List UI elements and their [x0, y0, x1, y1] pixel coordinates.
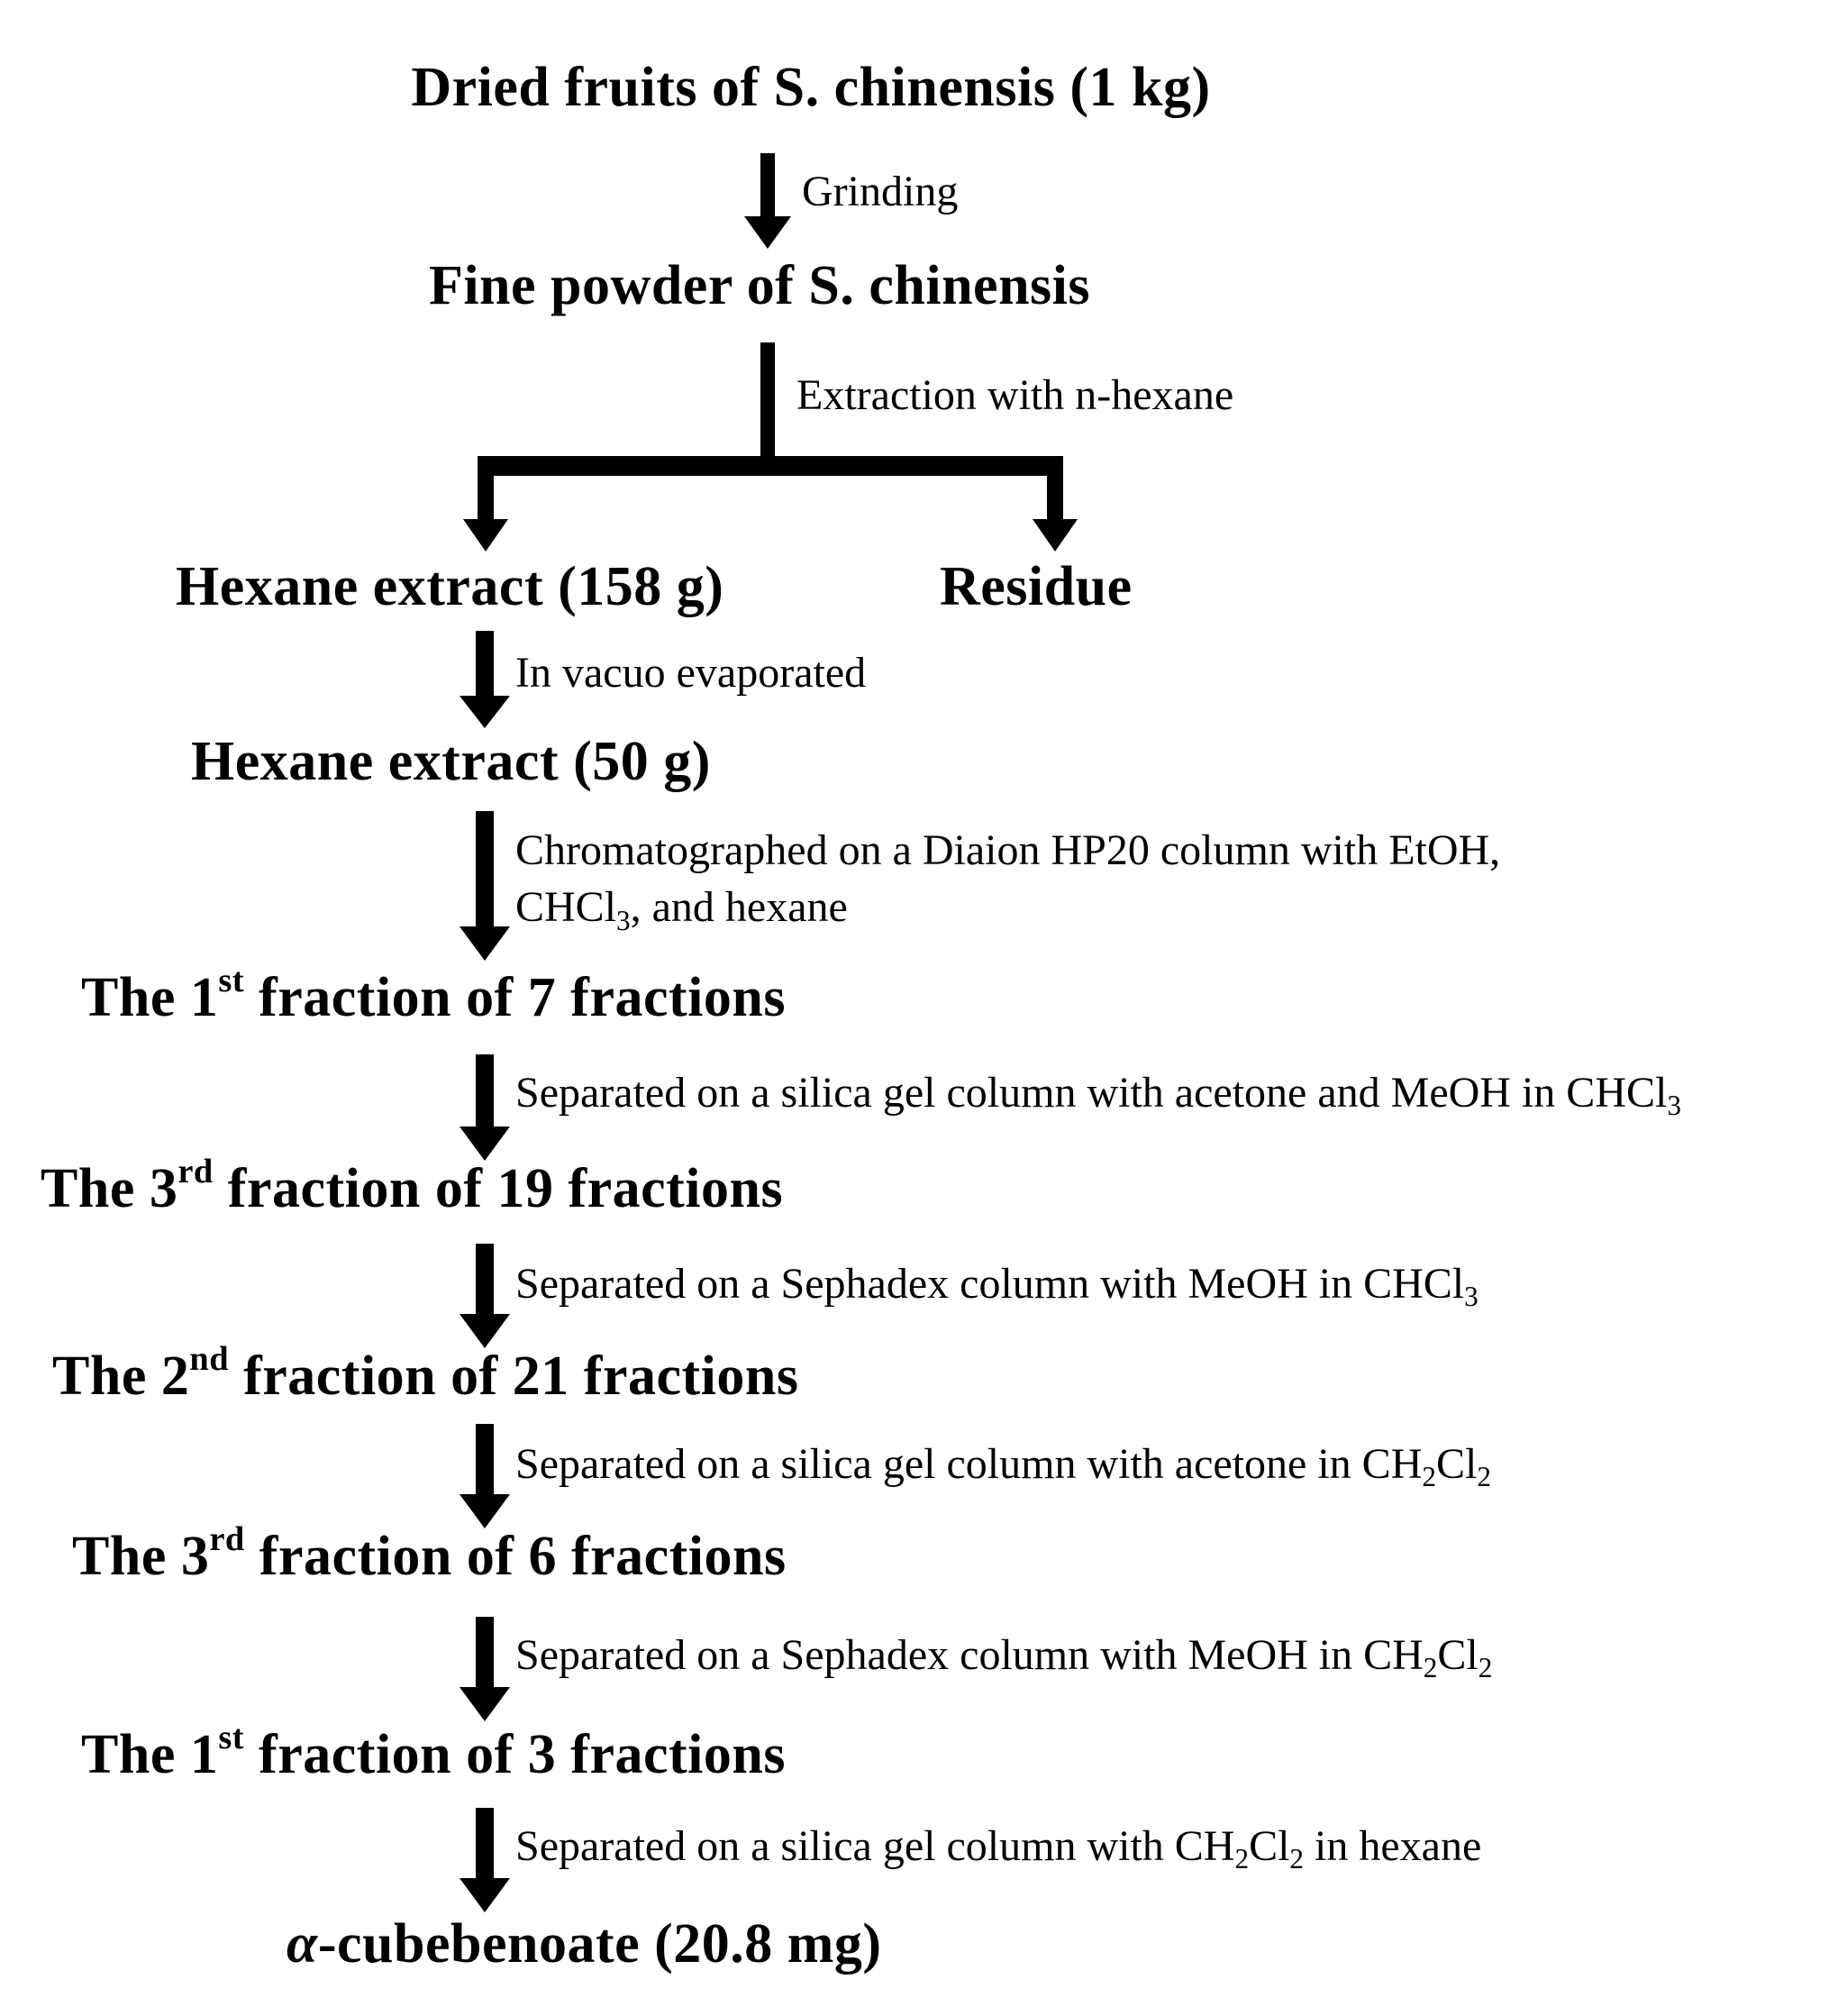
step-sephadex-1: Separated on a Sephadex column with MeOH… — [515, 1258, 1479, 1310]
arrow-sephadex-2 — [460, 1617, 510, 1721]
node-fraction-3-of-6: The 3rd fraction of 6 fractions — [72, 1520, 787, 1590]
step-sephadex-2-pre: Separated on a Sephadex column with MeOH… — [515, 1631, 1424, 1679]
fraction-1-of-3-pre: The 1 — [81, 1724, 219, 1785]
fraction-1-of-3-ordinal: st — [218, 1719, 245, 1757]
step-silica-3-sub1: 2 — [1234, 1843, 1250, 1875]
step-silica-1-pre: Separated on a silica gel column with ac… — [515, 1069, 1668, 1117]
step-silica-2-sub1: 2 — [1422, 1461, 1436, 1493]
step-diaion-line2-pre: CHCl — [515, 883, 617, 932]
step-evaporation: In vacuo evaporated — [515, 647, 866, 699]
fraction-3-of-6-post: fraction of 6 fractions — [244, 1526, 787, 1587]
arrow-silica-2 — [460, 1424, 510, 1528]
step-sephadex-1-sub: 3 — [1464, 1281, 1479, 1313]
node-dried-fruits-label: Dried fruits of S. chinensis (1 kg) — [411, 57, 1211, 118]
node-product: α-cubebenoate (20.8 mg) — [287, 1911, 882, 1977]
node-fraction-1-of-7: The 1st fraction of 7 fractions — [81, 962, 786, 1031]
node-hexane-extract-158-label: Hexane extract (158 g) — [176, 556, 724, 617]
fraction-3-of-19-pre: The 3 — [41, 1158, 178, 1219]
fraction-3-of-19-post: fraction of 19 fractions — [213, 1158, 784, 1219]
step-sephadex-2-sub2: 2 — [1478, 1652, 1493, 1684]
fraction-2-of-21-ordinal: nd — [189, 1340, 230, 1379]
step-silica-1: Separated on a silica gel column with ac… — [515, 1067, 1681, 1119]
step-grinding-label: Grinding — [802, 168, 959, 215]
step-silica-3: Separated on a silica gel column with CH… — [515, 1820, 1481, 1873]
fraction-2-of-21-pre: The 2 — [52, 1346, 190, 1407]
step-diaion: Chromatographed on a Diaion HP20 column … — [515, 822, 1500, 936]
fraction-2-of-21-post: fraction of 21 fractions — [229, 1346, 799, 1407]
step-sephadex-2-sub1: 2 — [1423, 1652, 1438, 1684]
node-hexane-extract-158: Hexane extract (158 g) — [176, 553, 723, 620]
step-diaion-line2: CHCl3, and hexane — [515, 879, 1500, 935]
fraction-1-of-7-post: fraction of 7 fractions — [244, 967, 786, 1028]
node-residue-label: Residue — [940, 556, 1133, 617]
product-greek-alpha: α — [287, 1913, 318, 1975]
step-silica-3-pre: Separated on a silica gel column with CH — [515, 1822, 1235, 1870]
step-silica-1-sub: 3 — [1667, 1090, 1681, 1122]
arrow-evaporation — [460, 631, 510, 728]
node-hexane-extract-50-label: Hexane extract (50 g) — [191, 731, 711, 792]
step-sephadex-2: Separated on a Sephadex column with MeOH… — [515, 1629, 1492, 1682]
step-diaion-line2-post: , and hexane — [630, 883, 848, 932]
node-residue: Residue — [940, 553, 1133, 620]
step-extraction: Extraction with n-hexane — [796, 369, 1233, 422]
step-silica-2: Separated on a silica gel column with ac… — [515, 1438, 1491, 1491]
arrow-split-extraction — [463, 342, 1078, 552]
fraction-1-of-3-post: fraction of 3 fractions — [244, 1724, 786, 1785]
step-silica-2-mid: Cl — [1435, 1440, 1478, 1488]
step-grinding: Grinding — [802, 166, 958, 218]
step-diaion-line1: Chromatographed on a Diaion HP20 column … — [515, 826, 1501, 874]
step-silica-3-mid: Cl — [1249, 1822, 1290, 1870]
node-fine-powder: Fine powder of S. chinensis — [429, 252, 1090, 319]
node-fraction-3-of-19: The 3rd fraction of 19 fractions — [41, 1153, 784, 1222]
arrow-grinding — [744, 153, 791, 249]
product-label: -cubebenoate (20.8 mg) — [317, 1913, 882, 1975]
arrow-silica-1 — [460, 1054, 510, 1161]
fraction-3-of-19-ordinal: rd — [177, 1153, 214, 1191]
step-evaporation-label: In vacuo evaporated — [515, 649, 867, 697]
step-silica-3-post: in hexane — [1304, 1822, 1482, 1870]
step-silica-3-sub2: 2 — [1289, 1843, 1305, 1875]
node-dried-fruits: Dried fruits of S. chinensis (1 kg) — [411, 54, 1210, 121]
step-sephadex-1-pre: Separated on a Sephadex column with MeOH… — [515, 1260, 1465, 1308]
fraction-3-of-6-pre: The 3 — [72, 1526, 210, 1587]
step-diaion-line2-sub: 3 — [616, 904, 631, 936]
node-fine-powder-label: Fine powder of S. chinensis — [428, 255, 1091, 316]
fraction-1-of-7-pre: The 1 — [81, 967, 219, 1028]
fraction-1-of-7-ordinal: st — [218, 962, 245, 1000]
node-hexane-extract-50: Hexane extract (50 g) — [191, 728, 711, 795]
step-sephadex-2-mid: Cl — [1437, 1631, 1479, 1679]
step-extraction-label: Extraction with n-hexane — [796, 371, 1234, 419]
arrow-silica-3 — [460, 1808, 510, 1912]
node-fraction-2-of-21: The 2nd fraction of 21 fractions — [52, 1340, 799, 1409]
step-silica-2-sub2: 2 — [1477, 1461, 1491, 1493]
arrow-sephadex-1 — [460, 1244, 510, 1348]
fraction-3-of-6-ordinal: rd — [209, 1520, 245, 1559]
node-fraction-1-of-3: The 1st fraction of 3 fractions — [81, 1719, 786, 1788]
step-silica-2-pre: Separated on a silica gel column with ac… — [515, 1440, 1423, 1488]
arrow-diaion — [460, 811, 510, 961]
